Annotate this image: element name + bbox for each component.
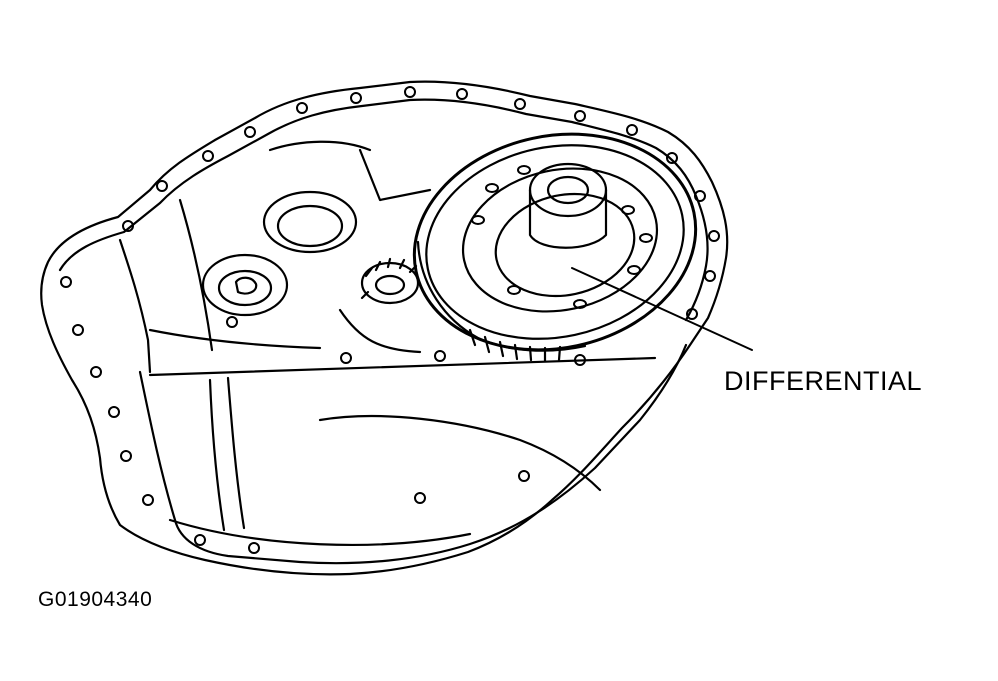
differential-hub-top [528,162,608,218]
differential-case [461,167,659,313]
pinion-gear-teeth [360,257,418,300]
differential-ring-gear-outer [412,132,698,352]
differential-ring-gear-teeth [468,328,562,363]
internal-web-2 [358,148,432,202]
case-inner-flange [58,98,709,322]
left-bore-keyway [234,276,258,295]
internal-web-1 [268,140,372,152]
pinion-gear-hub [374,274,406,296]
left-cavity-wall [118,238,152,374]
differential-label: DIFFERENTIAL [724,366,923,396]
case-lower-edge [148,356,657,377]
differential-ring-gear-face [425,144,685,340]
flange-bolt-holes [60,86,720,554]
differential-ring-gear-rim [416,240,587,352]
left-cavity-inner [178,198,214,352]
differential-hub-bore [546,175,590,205]
differential-leader-line [571,267,753,351]
case-body-contour [318,414,602,492]
case-outer-flange [40,80,729,576]
differential-hub [528,188,608,249]
upper-bearing-bore-inner [276,204,344,248]
upper-bearing-bore [262,190,358,254]
case-lower-body [138,343,688,565]
case-bottom-lip [168,518,472,547]
figure-id: G01904340 [38,588,153,611]
differential-bolts [471,165,653,309]
case-body-rib-right [226,376,246,530]
differential-case-inner [494,192,636,298]
left-bearing-bore-inner [217,269,273,307]
left-bearing-bore [201,253,289,317]
case-body-rib-left [208,378,226,532]
internal-web-4 [148,328,322,350]
internal-web-3 [338,308,422,354]
